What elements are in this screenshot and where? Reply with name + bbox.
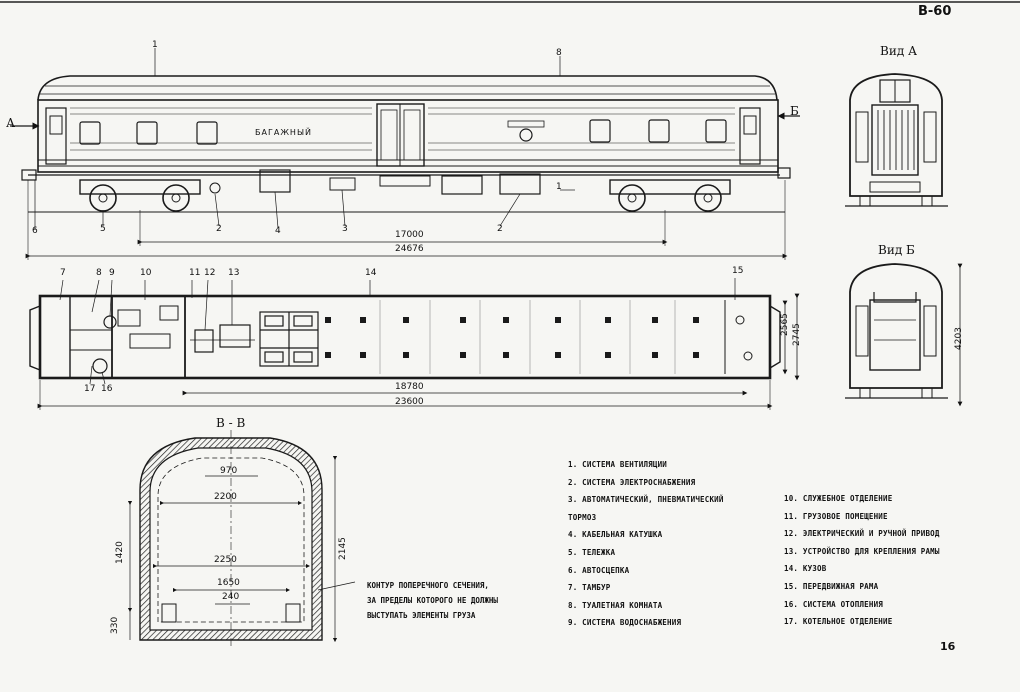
plan-callout: 11	[189, 268, 201, 278]
dimension-2200: 2200	[214, 492, 237, 502]
end-view-b	[845, 263, 963, 407]
dimension-23600: 23600	[395, 397, 424, 407]
plan-callout: 14	[365, 268, 377, 278]
plan-callout: 8	[96, 268, 102, 278]
dimension-18780: 18780	[395, 382, 424, 392]
view-b-label: Вид Б	[878, 243, 915, 257]
cargo-grid	[259, 311, 319, 367]
plan-callout: 10	[140, 268, 152, 278]
plan-callout: 13	[228, 268, 240, 278]
side-callout: 2	[216, 224, 222, 234]
legend-item: 6. АВТОСЦЕПКА	[568, 565, 630, 575]
legend-item: 7. ТАМБУР	[568, 583, 611, 593]
sheet-code: В-60	[918, 4, 952, 19]
side-callout: 3	[342, 224, 348, 234]
legend-item: 4. КАБЕЛЬНАЯ КАТУШКА	[568, 530, 663, 540]
view-a-label: Вид А	[880, 44, 918, 58]
side-callout: 2	[497, 224, 503, 234]
dimension-1650: 1650	[217, 578, 240, 588]
legend-item: 11. ГРУЗОВОЕ ПОМЕЩЕНИЕ	[784, 511, 888, 521]
legend-item: 2. СИСТЕМА ЭЛЕКТРОСНАБЖЕНИЯ	[568, 477, 696, 487]
legend-item: 16. СИСТЕМА ОТОПЛЕНИЯ	[784, 599, 884, 609]
plan-callout: 15	[732, 266, 744, 276]
bogie-right	[609, 179, 731, 212]
dimension-2145: 2145	[338, 537, 348, 560]
plan-callout: 9	[109, 268, 115, 278]
legend-item: 9. СИСТЕМА ВОДОСНАБЖЕНИЯ	[568, 618, 682, 628]
legend-right: 10. СЛУЖЕБНОЕ ОТДЕЛЕНИЕ 11. ГРУЗОВОЕ ПОМ…	[784, 490, 940, 631]
side-marker-b: Б	[790, 104, 799, 118]
legend-item: 17. КОТЕЛЬНОЕ ОТДЕЛЕНИЕ	[784, 617, 893, 627]
legend-item: 14. КУЗОВ	[784, 564, 827, 574]
legend-item: 15. ПЕРЕДВИЖНАЯ РАМА	[784, 581, 879, 591]
side-top-callout: 1	[152, 40, 158, 50]
dimension-24676: 24676	[395, 244, 424, 254]
plan-callout: 7	[60, 268, 66, 278]
dimension-330: 330	[110, 616, 120, 634]
plan-view	[29, 278, 800, 410]
legend-item: 8. ТУАЛЕТНАЯ КОМНАТА	[568, 600, 663, 610]
dimension-970: 970	[220, 466, 238, 476]
side-view	[10, 48, 800, 260]
side-callout: 4	[275, 226, 281, 236]
section-note-line: КОНТУР ПОПЕРЕЧНОГО СЕЧЕНИЯ,	[367, 581, 489, 590]
bogie-left	[79, 179, 221, 212]
plan-callout: 12	[204, 268, 216, 278]
legend-left: 1. СИСТЕМА ВЕНТИЛЯЦИИ 2. СИСТЕМА ЭЛЕКТРО…	[568, 456, 724, 632]
side-callout: 1	[556, 182, 562, 192]
side-marker-a: А	[6, 116, 16, 130]
plan-callout: 17	[84, 384, 96, 394]
section-note-line: ВЫСТУПАТЬ ЭЛЕМЕНТЫ ГРУЗА	[367, 611, 476, 620]
legend-item: 13. УСТРОЙСТВО ДЛЯ КРЕПЛЕНИЯ РАМЫ	[784, 546, 940, 556]
dimension-240: 240	[222, 592, 240, 602]
car-lettering: БАГАЖНЫЙ	[255, 128, 312, 137]
section-note-line: ЗА ПРЕДЕЛЫ КОТОРОГО НЕ ДОЛЖНЫ	[367, 596, 498, 605]
legend-item: 1. СИСТЕМА ВЕНТИЛЯЦИИ	[568, 460, 668, 469]
section-note: КОНТУР ПОПЕРЕЧНОГО СЕЧЕНИЯ, ЗА ПРЕДЕЛЫ К…	[367, 578, 498, 623]
legend-item: 12. ЭЛЕКТРИЧЕСКИЙ И РУЧНОЙ ПРИВОД	[784, 529, 940, 539]
page-number: 16	[940, 640, 956, 653]
tie-down-points	[325, 317, 699, 358]
side-callout: 5	[100, 224, 106, 234]
legend-item: 10. СЛУЖЕБНОЕ ОТДЕЛЕНИЕ	[784, 494, 893, 503]
legend-item: 3. АВТОМАТИЧЕСКИЙ, ПНЕВМАТИЧЕСКИЙ	[568, 495, 724, 505]
dimension-1420: 1420	[115, 541, 125, 564]
dimension-2565: 2565	[780, 313, 790, 336]
dimension-2745: 2745	[792, 323, 802, 346]
side-callout: 6	[32, 226, 38, 236]
side-top-callout: 8	[556, 48, 562, 58]
plan-callout: 16	[101, 384, 113, 394]
dimension-4203: 4203	[954, 327, 964, 350]
legend-item: 5. ТЕЛЕЖКА	[568, 547, 616, 557]
section-label: В - В	[216, 416, 246, 430]
dimension-2250: 2250	[214, 555, 237, 565]
end-view-a	[845, 73, 948, 207]
section-bb	[127, 430, 356, 648]
legend-item: ТОРМОЗ	[568, 512, 597, 522]
dimension-17000: 17000	[395, 230, 424, 240]
